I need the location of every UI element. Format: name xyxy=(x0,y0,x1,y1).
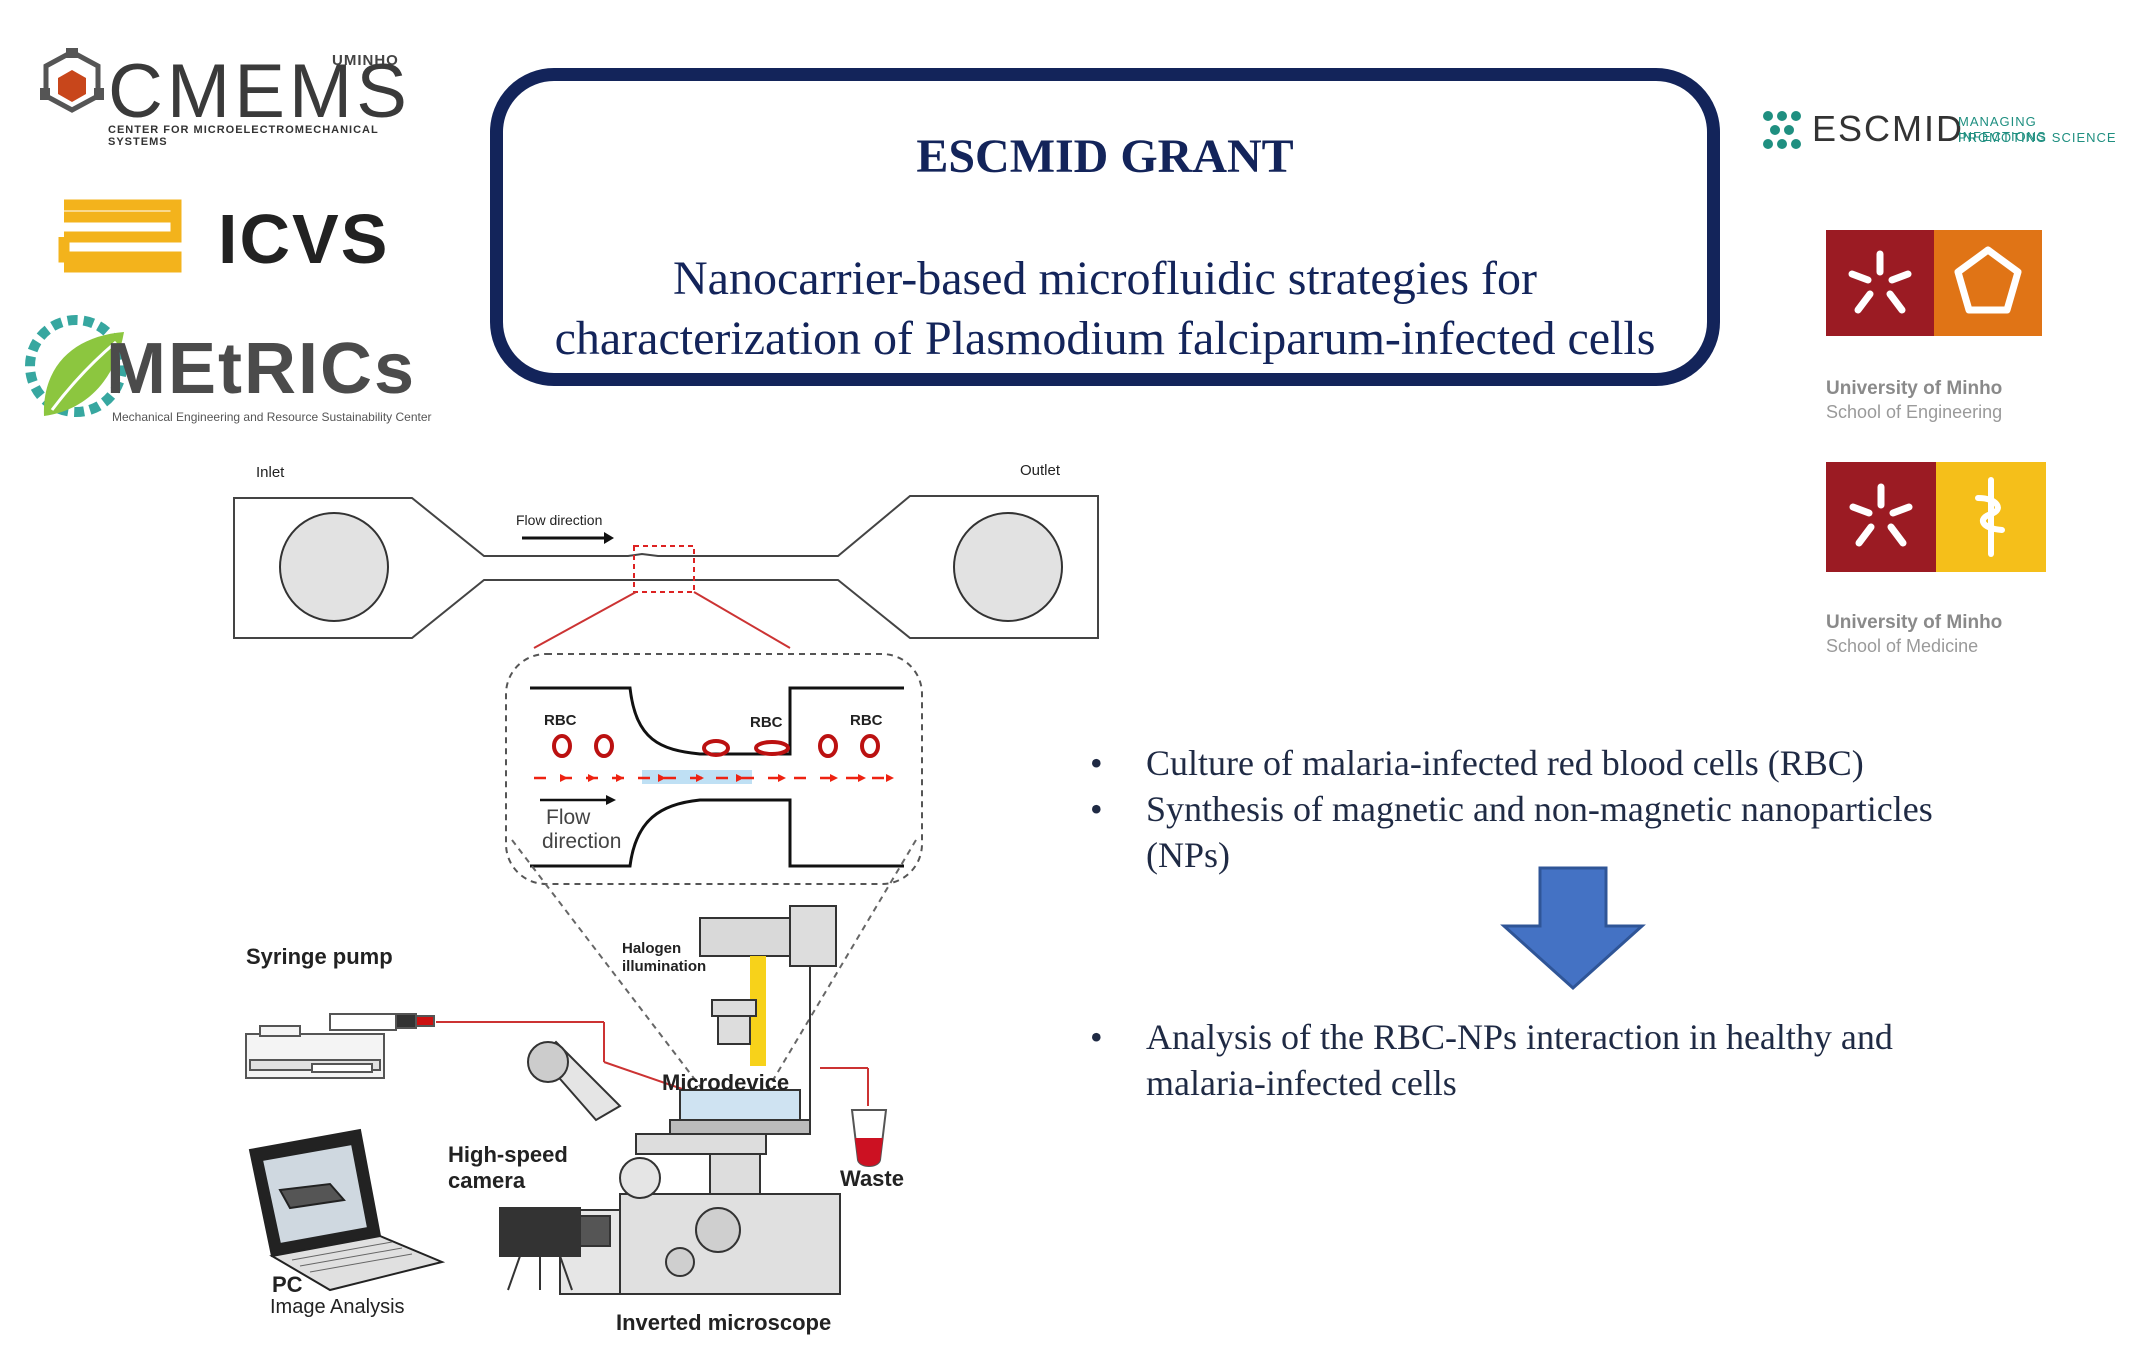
uminho-star-icon-2 xyxy=(1849,483,1913,547)
rbc-label-3: RBC xyxy=(850,712,883,729)
title-main: ESCMID GRANT xyxy=(916,130,1294,183)
medicine-caduceus-icon xyxy=(1975,477,2005,557)
uminho-red-block xyxy=(1826,230,1934,336)
halogen-label-2: illumination xyxy=(622,958,707,975)
halogen-label-1: Halogen xyxy=(622,940,682,957)
rbc-cell xyxy=(552,734,572,758)
microscope-label: Inverted microscope xyxy=(616,1310,832,1335)
icvs-mark-icon xyxy=(58,199,182,273)
title-sub-line2: characterization of Plasmodium falciparu… xyxy=(554,312,1656,365)
microscope-body xyxy=(527,905,841,1295)
uminho-eng-line2: School of Engineering xyxy=(1826,402,2003,422)
icvs-logo: ICVS xyxy=(58,195,388,278)
escmid-logo: ESCMID MANAGING INFECTIONS PROMOTING SCI… xyxy=(1760,106,2120,156)
bullet-text-3b: malaria-infected cells xyxy=(1146,1063,1457,1103)
inlet-reservoir xyxy=(279,512,389,622)
uminho-eng-line1: University of Minho xyxy=(1826,378,2003,399)
uminho-engineering-logo: University of Minho School of Engineerin… xyxy=(1826,230,2086,430)
metrics-leaf-icon xyxy=(25,315,127,417)
icvs-name: ICVS xyxy=(218,200,390,278)
cmems-name: CMEMS xyxy=(108,49,411,134)
escmid-tag-line2: PROMOTING SCIENCE xyxy=(1958,130,2117,145)
zoom-selection xyxy=(633,545,695,593)
engineering-pentagon-icon xyxy=(1954,246,2022,314)
camera-label-1: High-speed xyxy=(448,1142,568,1167)
uminho-med-line1: University of Minho xyxy=(1826,612,2003,633)
escmid-molecule-icon xyxy=(1763,111,1801,149)
waste-label: Waste xyxy=(840,1166,904,1191)
bullet-text-2a: Synthesis of magnetic and non-magnetic n… xyxy=(1146,789,1933,829)
cmems-top: UMINHO xyxy=(332,52,399,69)
camera-label-2: camera xyxy=(448,1168,526,1193)
outlet-reservoir xyxy=(953,512,1063,622)
rbc-cell xyxy=(702,739,730,757)
laptop-device xyxy=(248,1128,446,1292)
rbc-label-1: RBC xyxy=(544,712,577,729)
rbc-cell xyxy=(754,740,790,756)
down-arrow-icon xyxy=(1500,866,1646,991)
uminho-star-icon xyxy=(1848,250,1912,314)
cmems-logo: UMINHO CMEMS CENTER FOR MICROELECTROMECH… xyxy=(40,48,440,148)
bullet-text-3a: Analysis of the RBC-NPs interaction in h… xyxy=(1146,1017,1893,1057)
metrics-logo: MEtRICs Mechanical Engineering and Resou… xyxy=(24,306,464,426)
uminho-red-block-2 xyxy=(1826,462,1936,572)
chip-outline xyxy=(233,495,1099,639)
title-subtitle: Nanocarrier-based microfluidic strategie… xyxy=(503,249,1707,369)
rbc-cell xyxy=(594,734,614,758)
metrics-name: MEtRICs xyxy=(106,329,417,409)
pc-label: PC xyxy=(272,1272,303,1297)
camera-device xyxy=(499,1207,611,1291)
cmems-cube-icon xyxy=(40,48,104,113)
flow-arrow-head xyxy=(604,532,614,544)
microdevice-label: Microdevice xyxy=(662,1070,790,1095)
zoom-detail-box xyxy=(505,653,923,885)
rbc-label-2: RBC xyxy=(750,714,783,731)
title-box: ESCMID GRANT Nanocarrier-based microflui… xyxy=(490,68,1720,386)
zoom-flow-label-1: Flow xyxy=(546,806,591,829)
bullet-dot: • xyxy=(1090,743,1103,783)
syringe-pump-device xyxy=(245,1013,435,1079)
zoom-flow-label-2: direction xyxy=(542,830,622,853)
title-sub-line1: Nanocarrier-based microfluidic strategie… xyxy=(673,252,1537,305)
bullet-text-1: Culture of malaria-infected red blood ce… xyxy=(1146,743,1864,783)
rbc-cell xyxy=(860,734,880,758)
rbc-cell xyxy=(818,734,838,758)
cmems-caption: CENTER FOR MICROELECTROMECHANICAL SYSTEM… xyxy=(108,124,379,148)
uminho-medicine-logo: University of Minho School of Medicine xyxy=(1826,462,2086,662)
bullet-dot: • xyxy=(1090,789,1103,829)
uminho-med-line2: School of Medicine xyxy=(1826,636,1979,656)
flow-direction-label: Flow direction xyxy=(516,512,603,528)
syringe-pump-label: Syringe pump xyxy=(246,944,393,969)
metrics-caption: Mechanical Engineering and Resource Sust… xyxy=(112,410,432,424)
escmid-tag-line1: MANAGING INFECTIONS xyxy=(1958,114,2047,144)
escmid-name: ESCMID xyxy=(1812,108,1965,149)
image-analysis-label: Image Analysis xyxy=(270,1296,405,1318)
inlet-label: Inlet xyxy=(256,464,285,481)
outlet-label: Outlet xyxy=(1020,462,1061,479)
bullet-text-2b: (NPs) xyxy=(1146,835,1231,875)
bullet-dot: • xyxy=(1090,1017,1103,1057)
